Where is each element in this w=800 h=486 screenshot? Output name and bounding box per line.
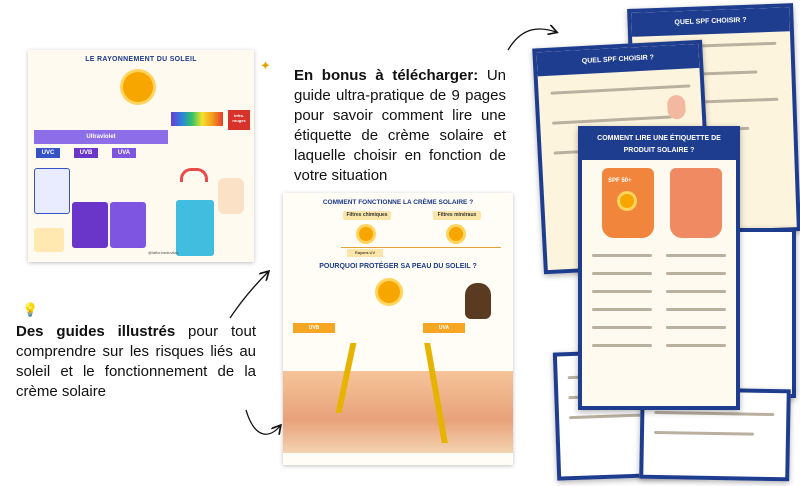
chemical-filters-label: Filtres chimiques bbox=[343, 211, 391, 220]
card-title: COMMENT LIRE UNE ÉTIQUETTE DE PRODUIT SO… bbox=[582, 130, 736, 160]
guides-text: pour tout comprendre sur les risques lié… bbox=[16, 323, 256, 400]
arrow-to-left-poster bbox=[229, 272, 268, 319]
guides-description: Des guides illustrés pour tout comprendr… bbox=[16, 322, 256, 402]
bonus-description: En bonus à télécharger: Un guide ultra-p… bbox=[294, 66, 506, 186]
sparkle-icon: ✦ bbox=[260, 58, 271, 73]
arrow-to-middle-poster bbox=[245, 409, 280, 434]
guides-heading: Des guides illustrés bbox=[16, 323, 176, 340]
note-box bbox=[34, 228, 64, 252]
uva-label: UVA bbox=[423, 323, 465, 333]
divider bbox=[341, 247, 501, 248]
uva-tag: UVA bbox=[112, 148, 136, 158]
rainbow-icon bbox=[180, 168, 208, 182]
sun-icon bbox=[449, 227, 463, 241]
bonus-heading: En bonus à télécharger: bbox=[294, 67, 479, 84]
uvb-tag: UVB bbox=[74, 148, 98, 158]
person-illustration bbox=[218, 178, 244, 214]
why-protect-title: POURQUOI PROTÉGER SA PEAU DU SOLEIL ? bbox=[319, 263, 477, 270]
infrared-band: Infra-rouges bbox=[228, 110, 250, 130]
sunscreen-tube-back bbox=[670, 168, 722, 238]
sun-icon bbox=[378, 281, 400, 303]
sun-radiation-poster: LE RAYONNEMENT DU SOLEIL Ultraviolet Inf… bbox=[28, 50, 254, 262]
uv-rays-label: Rayons UV bbox=[347, 249, 383, 257]
sun-icon bbox=[359, 227, 373, 241]
uvb-label: UVB bbox=[293, 323, 335, 333]
uva-column bbox=[110, 202, 146, 248]
uvc-tag: UVC bbox=[36, 148, 60, 158]
guide-card-label-reading: COMMENT LIRE UNE ÉTIQUETTE DE PRODUIT SO… bbox=[578, 126, 740, 410]
arrow-to-bonus-guides bbox=[507, 29, 556, 51]
why-protect-skin-poster: COMMENT FONCTIONNE LA CRÈME SOLAIRE ? Fi… bbox=[283, 193, 513, 465]
author-handle: @laflorineduvilas bbox=[148, 250, 179, 255]
mineral-filters-label: Filtres minéraux bbox=[433, 211, 481, 220]
lightbulb-icon: 💡 bbox=[22, 302, 39, 317]
visible-light-spectrum bbox=[171, 112, 223, 126]
spf-label: SPF 50+ bbox=[608, 178, 632, 184]
poster-title: LE RAYONNEMENT DU SOLEIL bbox=[85, 56, 197, 63]
visible-light-column bbox=[176, 200, 214, 256]
how-sunscreen-works-title: COMMENT FONCTIONNE LA CRÈME SOLAIRE ? bbox=[322, 199, 474, 206]
woman-illustration bbox=[465, 283, 491, 319]
sun-icon bbox=[620, 194, 634, 208]
bonus-text: Un guide ultra-pratique de 9 pages pour … bbox=[294, 67, 507, 184]
skin-layers-illustration bbox=[283, 371, 513, 453]
uvb-column bbox=[72, 202, 108, 248]
sun-icon bbox=[123, 72, 153, 102]
ultraviolet-band: Ultraviolet bbox=[34, 130, 168, 144]
uvc-column bbox=[34, 168, 70, 214]
